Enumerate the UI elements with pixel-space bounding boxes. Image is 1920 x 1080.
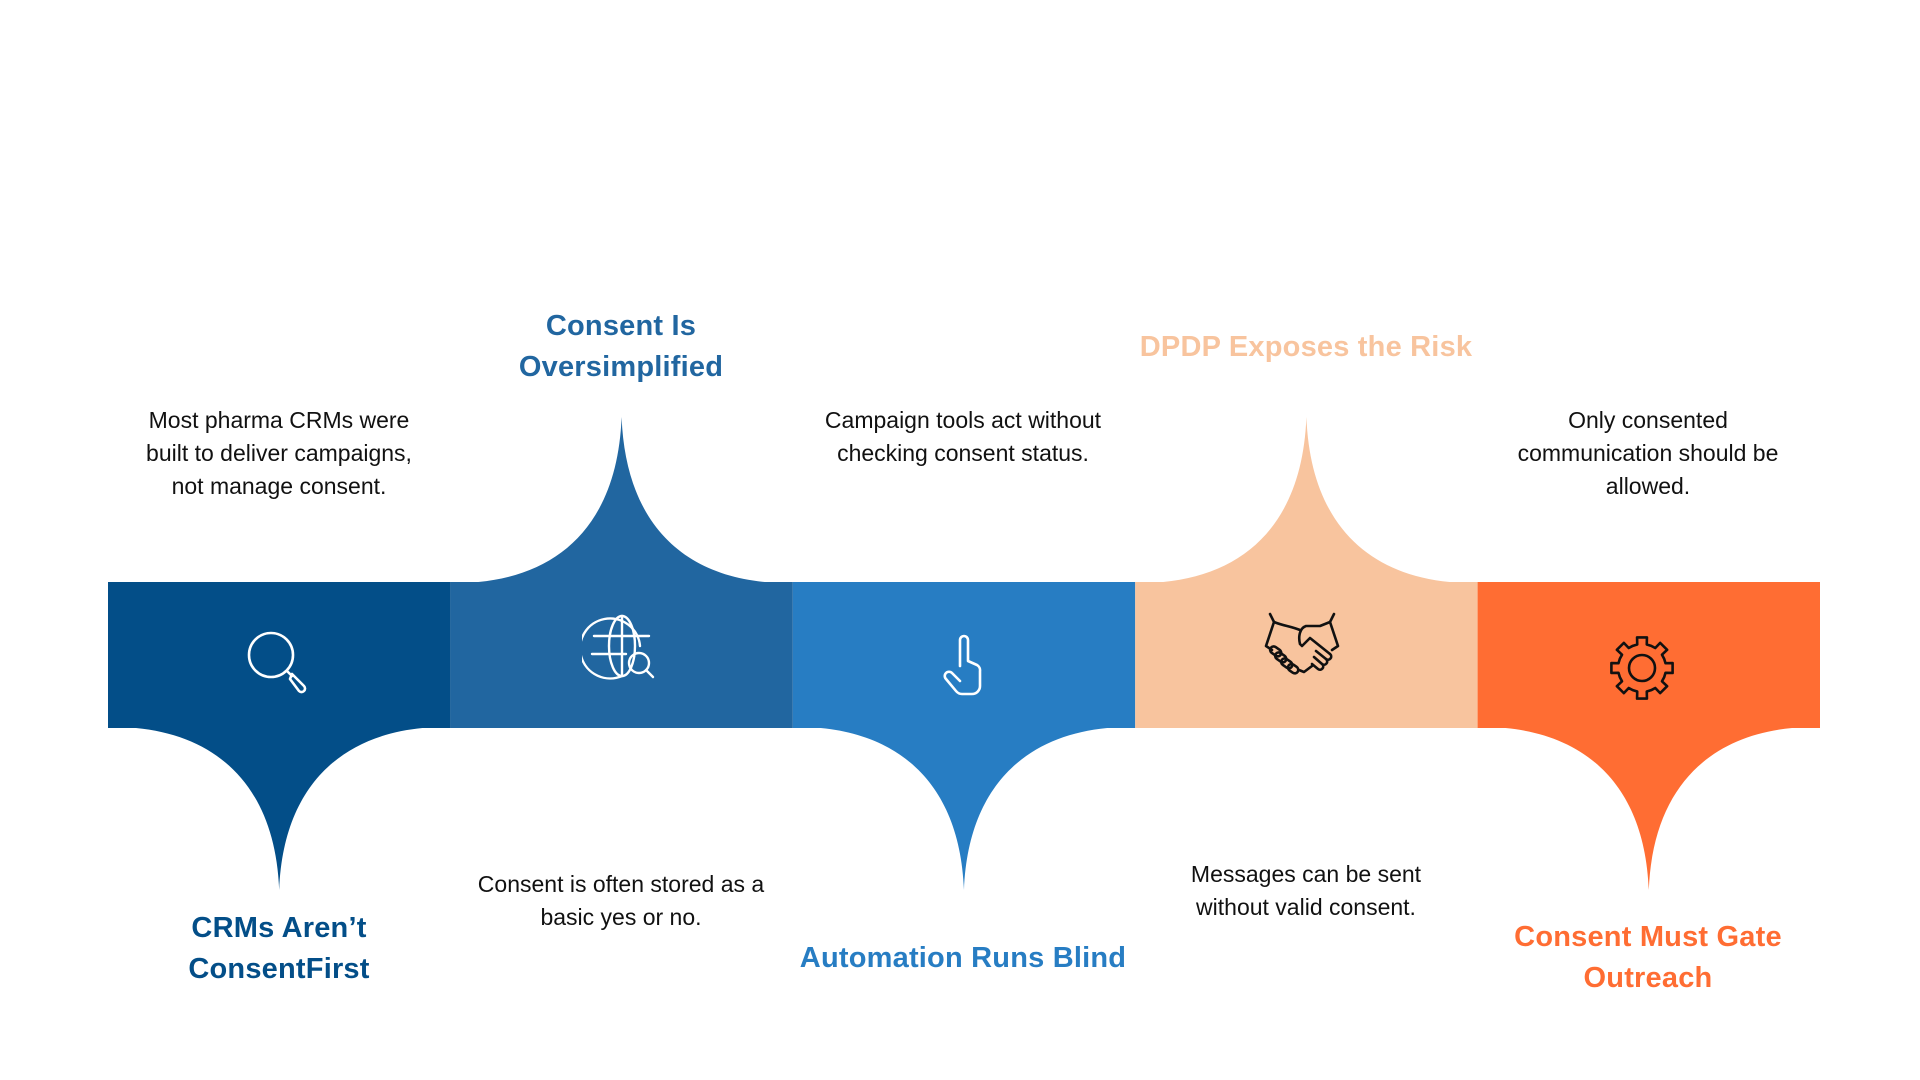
step-3-heading: Automation Runs Blind [753, 938, 1173, 979]
step-1-heading-line: CRMs Aren’t [191, 912, 367, 944]
pointing-hand-icon [924, 628, 1004, 708]
magnifying-glass-icon [238, 622, 318, 702]
step-4-heading-line: DPDP Exposes the Risk [1139, 331, 1473, 363]
step-1-shape [108, 582, 451, 890]
step-1-description-line: built to deliver campaigns, [146, 440, 412, 466]
step-3-description-line: Campaign tools act without [824, 407, 1102, 433]
step-3-description: Campaign tools act without checking cons… [773, 404, 1153, 470]
step-4-description-line: Messages can be sent [1190, 861, 1422, 887]
step-5-description-line: communication should be [1517, 440, 1779, 466]
step-4-shape [1135, 417, 1478, 728]
step-1-description: Most pharma CRMs were built to deliver c… [89, 404, 469, 503]
step-1-heading-line: ConsentFirst [188, 953, 370, 985]
step-4-description-line: without valid consent. [1196, 894, 1416, 920]
step-2-heading: Consent Is Oversimplified [411, 306, 831, 388]
step-2-description-line: basic yes or no. [540, 904, 702, 930]
step-4-heading: DPDP Exposes the Risk [1096, 327, 1516, 368]
step-3-heading-line: Automation Runs Blind [799, 942, 1127, 974]
step-5-description: Only consented communication should be a… [1458, 404, 1838, 503]
step-5-description-line: Only consented [1568, 407, 1728, 433]
handshake-icon [1262, 604, 1342, 684]
step-5-heading: Consent Must Gate Outreach [1438, 917, 1858, 999]
step-2-shape [450, 417, 793, 728]
globe-search-icon [582, 608, 662, 688]
step-2-heading-line: Oversimplified [518, 351, 724, 383]
step-5-heading-line: Outreach [1583, 962, 1713, 994]
step-5-heading-line: Consent Must Gate [1514, 921, 1782, 953]
step-1-description-line: Most pharma CRMs were [148, 407, 410, 433]
step-2-heading-line: Consent Is [545, 310, 697, 342]
step-2-description: Consent is often stored as a basic yes o… [431, 868, 811, 934]
step-4-description: Messages can be sent without valid conse… [1116, 858, 1496, 924]
gear-icon [1602, 628, 1682, 708]
step-1-description-line: not manage consent. [171, 473, 387, 499]
step-5-shape [1477, 582, 1820, 890]
step-3-description-line: checking consent status. [837, 440, 1089, 466]
step-3-shape [792, 582, 1136, 890]
step-5-description-line: allowed. [1605, 473, 1691, 499]
step-2-description-line: Consent is often stored as a [477, 871, 765, 897]
step-1-heading: CRMs Aren’t ConsentFirst [69, 908, 489, 990]
